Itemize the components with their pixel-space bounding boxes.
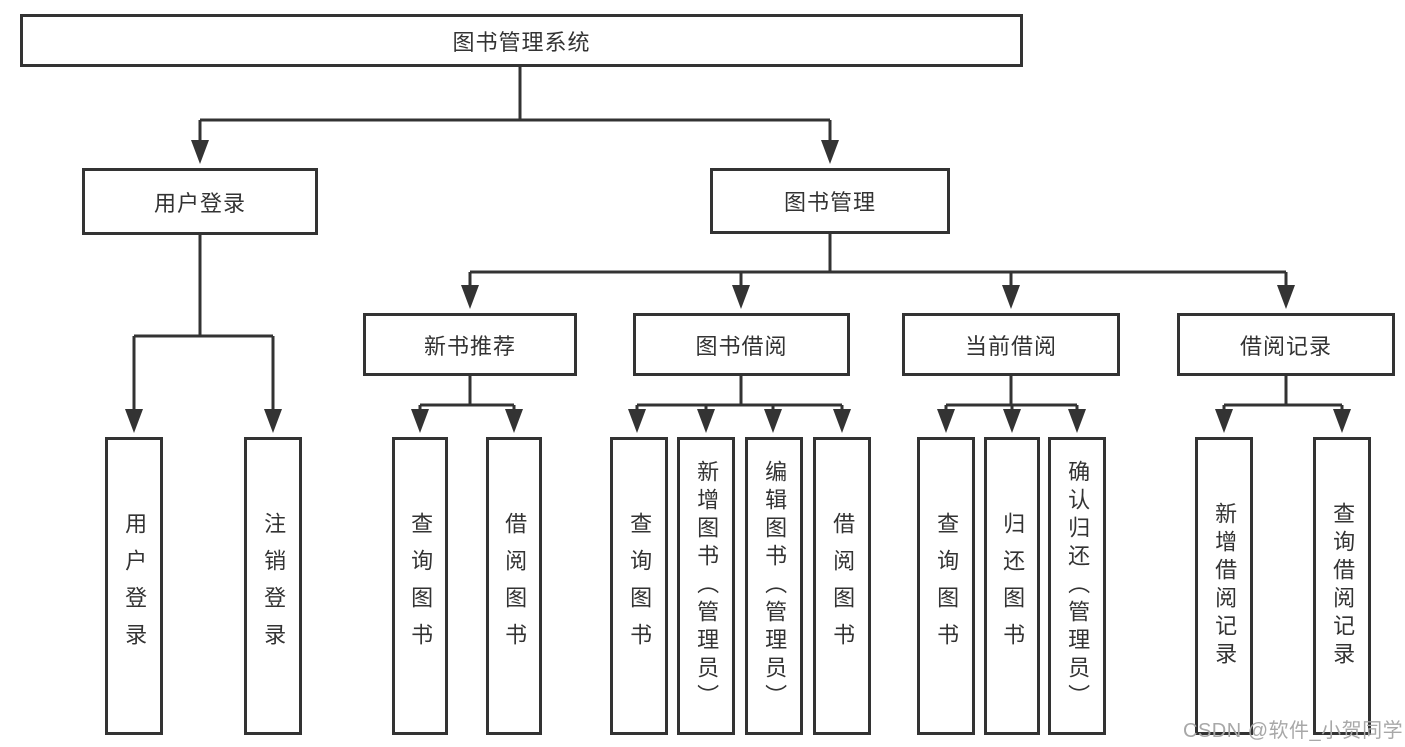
connector-root-to-level2 xyxy=(191,67,839,164)
node-new-book-recommend: 新书推荐 xyxy=(363,313,577,376)
leaf-user-login-label: 用户登录 xyxy=(122,512,148,660)
leaf-logout: 注销登录 xyxy=(244,437,302,735)
leaf-add-borrow-record-label: 新增借阅记录 xyxy=(1212,502,1238,670)
leaf-query-books-recommend-label: 查询图书 xyxy=(408,512,434,660)
node-user-login: 用户登录 xyxy=(82,168,318,235)
node-borrow-records: 借阅记录 xyxy=(1177,313,1395,376)
node-borrow-records-label: 借阅记录 xyxy=(1239,333,1332,359)
node-book-borrow: 图书借阅 xyxy=(633,313,850,376)
node-book-management-label: 图书管理 xyxy=(783,190,876,215)
node-root-label: 图书管理系统 xyxy=(452,29,591,55)
connector-new-book-recommend-children xyxy=(411,376,523,433)
leaf-query-books-current-label: 查询图书 xyxy=(934,512,960,660)
leaf-query-books-borrow-label: 查询图书 xyxy=(627,512,653,660)
leaf-query-borrow-record-label: 查询借阅记录 xyxy=(1330,502,1356,670)
leaf-query-books-borrow: 查询图书 xyxy=(610,437,668,735)
connector-user-login-children xyxy=(125,235,282,433)
node-current-borrow: 当前借阅 xyxy=(902,313,1120,376)
leaf-logout-label: 注销登录 xyxy=(261,512,287,660)
leaf-add-borrow-record: 新增借阅记录 xyxy=(1195,437,1253,735)
leaf-return-books: 归还图书 xyxy=(984,437,1040,735)
connector-borrow-records-children xyxy=(1215,376,1351,433)
connector-book-management-children xyxy=(461,234,1295,309)
leaf-confirm-return-admin-label: 确认归还（管理员） xyxy=(1065,460,1091,712)
node-user-login-label: 用户登录 xyxy=(153,190,246,216)
leaf-borrow-books-recommend-label: 借阅图书 xyxy=(502,512,528,660)
leaf-borrow-books: 借阅图书 xyxy=(813,437,871,735)
leaf-confirm-return-admin: 确认归还（管理员） xyxy=(1048,437,1106,735)
leaf-return-books-label: 归还图书 xyxy=(1000,512,1026,660)
leaf-edit-books-admin: 编辑图书（管理员） xyxy=(745,437,803,735)
connector-current-borrow-children xyxy=(937,376,1086,433)
leaf-query-books-current: 查询图书 xyxy=(917,437,975,735)
node-root: 图书管理系统 xyxy=(20,14,1023,67)
csdn-watermark: CSDN @软件_小贺同学 xyxy=(1183,720,1404,742)
leaf-add-books-admin-label: 新增图书（管理员） xyxy=(694,460,720,712)
leaf-query-books-recommend: 查询图书 xyxy=(392,437,448,735)
leaf-add-books-admin: 新增图书（管理员） xyxy=(677,437,735,735)
node-current-borrow-label: 当前借阅 xyxy=(964,333,1057,359)
leaf-query-borrow-record: 查询借阅记录 xyxy=(1313,437,1371,735)
node-new-book-recommend-label: 新书推荐 xyxy=(423,333,516,359)
node-book-management: 图书管理 xyxy=(710,168,950,234)
leaf-edit-books-admin-label: 编辑图书（管理员） xyxy=(762,460,788,712)
leaf-borrow-books-label: 借阅图书 xyxy=(830,512,856,660)
node-book-borrow-label: 图书借阅 xyxy=(695,333,788,359)
connector-book-borrow-children xyxy=(628,376,851,433)
leaf-user-login: 用户登录 xyxy=(105,437,163,735)
leaf-borrow-books-recommend: 借阅图书 xyxy=(486,437,542,735)
